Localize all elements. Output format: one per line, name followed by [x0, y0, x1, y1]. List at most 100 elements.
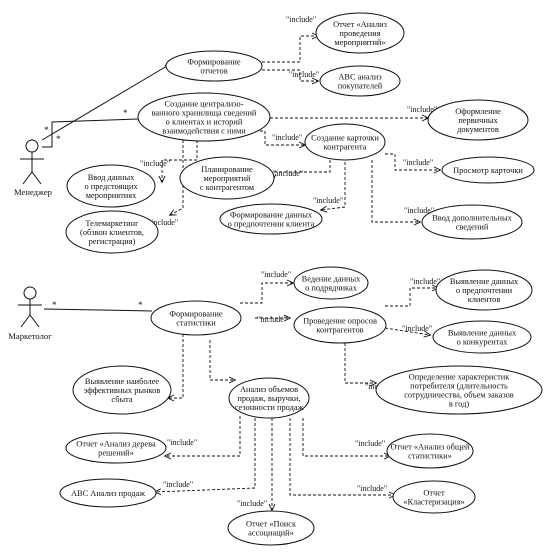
use-case-label: ассоциаций» [248, 529, 294, 538]
use-case-clustering[interactable]: Отчет«Кластеризация» [392, 480, 476, 514]
use-case-view-card[interactable]: Просмотр карточки [441, 156, 535, 184]
use-case-label: о клиентах и историй [166, 118, 243, 127]
dep-17 [209, 340, 235, 380]
use-case-label: документов [457, 125, 499, 134]
include-label: "include" [261, 270, 291, 279]
use-case-ellipse [293, 266, 369, 300]
use-case-label: (обзвон клиентов, [80, 228, 144, 237]
use-case-ellipse [421, 204, 523, 240]
dep-9 [321, 162, 346, 210]
use-case-ellipse [65, 432, 167, 464]
use-case-central-db[interactable]: Создание централизо-ванного хранилища св… [137, 92, 271, 142]
use-case-ellipse [375, 365, 543, 415]
use-case-ellipse [427, 99, 529, 141]
use-case-label: о предпочтении клиента [228, 220, 315, 229]
assoc-marketer-stats [43, 308, 153, 312]
use-case-ellipse [392, 480, 476, 514]
use-case-label: эффективных рынков [84, 386, 161, 395]
use-case-label: о предпочтении [456, 286, 513, 295]
use-case-label: Анализ объемов [240, 385, 298, 394]
include-label: "include" [163, 480, 193, 489]
include-label: "include" [313, 196, 343, 205]
use-case-label: потребителя (длительность [410, 382, 508, 391]
use-case-label: Отчет «Анализ [333, 20, 388, 29]
use-case-label: Определение характеристик [409, 373, 511, 382]
use-case-ellipse [219, 203, 323, 235]
dep-18 [165, 416, 241, 456]
dep-2 [262, 69, 318, 81]
dep-14 [384, 327, 430, 335]
use-case-label: Отчет «Поиск [246, 520, 297, 529]
dep-11 [240, 283, 293, 304]
include-label: "include" [407, 105, 437, 114]
use-case-label: отчетов [200, 67, 227, 76]
use-case-label: Формирование данных [230, 211, 313, 220]
include-label: "include" [357, 484, 387, 493]
use-case-ellipse [319, 65, 401, 97]
use-case-label: Телемаркетинг [85, 219, 139, 228]
dep-6 [170, 135, 184, 215]
use-case-ellipse [137, 92, 271, 142]
dep-21 [289, 418, 395, 495]
use-case-label: контрагента [324, 143, 367, 152]
actor-manager-label: Менеджер [14, 187, 52, 197]
use-case-telemarketing[interactable]: Телемаркетинг(обзвон клиентов,регистраци… [65, 210, 159, 254]
use-case-label: Ведение данных [302, 275, 362, 284]
use-case-label: контрагентов [316, 326, 363, 335]
use-case-label: ванного хранилища сведений [152, 109, 257, 118]
include-label: "include" [140, 159, 170, 168]
actor-marketer[interactable]: Маркетолог [8, 286, 52, 341]
use-case-label: Выявление данных [450, 277, 519, 286]
include-label: "include" [237, 499, 267, 508]
use-case-ellipse [65, 210, 159, 254]
include-label: "include" [286, 15, 316, 24]
use-case-abc-sales[interactable]: АВС Анализ продаж [59, 478, 157, 508]
include-label: "include" [410, 277, 440, 286]
use-case-label: Формирование [187, 58, 241, 67]
actor-manager[interactable]: Менеджер [14, 139, 52, 197]
use-case-label: Проведение опросов [303, 317, 377, 326]
use-case-label: Ввод дополнительных [432, 214, 512, 223]
use-case-label: с контрагентом [200, 183, 255, 192]
use-case-label: мероприятиях [86, 191, 137, 200]
include-label: "include" [404, 206, 434, 215]
dep-22 [302, 418, 390, 456]
use-case-ellipse [435, 269, 533, 311]
use-case-ellipse [441, 156, 535, 184]
use-case-label: «Кластеризация» [403, 498, 464, 507]
use-case-label: продаж, выручки, [237, 394, 300, 403]
use-case-ellipse [228, 377, 310, 419]
mult-4: * [56, 134, 61, 144]
dep-1 [262, 36, 318, 63]
use-case-label: мероприятий» [334, 38, 385, 47]
include-label: "include" [167, 438, 197, 447]
assoc-manager-form-reports [41, 65, 168, 141]
mult-2: * [44, 125, 49, 135]
use-case-label: сбыта [111, 395, 132, 404]
mult-3: * [123, 108, 128, 118]
use-case-label: Выявление наиболее [85, 377, 159, 386]
use-case-label: покупателей [338, 82, 383, 91]
use-case-label: взаимодействия с ними [162, 127, 246, 136]
